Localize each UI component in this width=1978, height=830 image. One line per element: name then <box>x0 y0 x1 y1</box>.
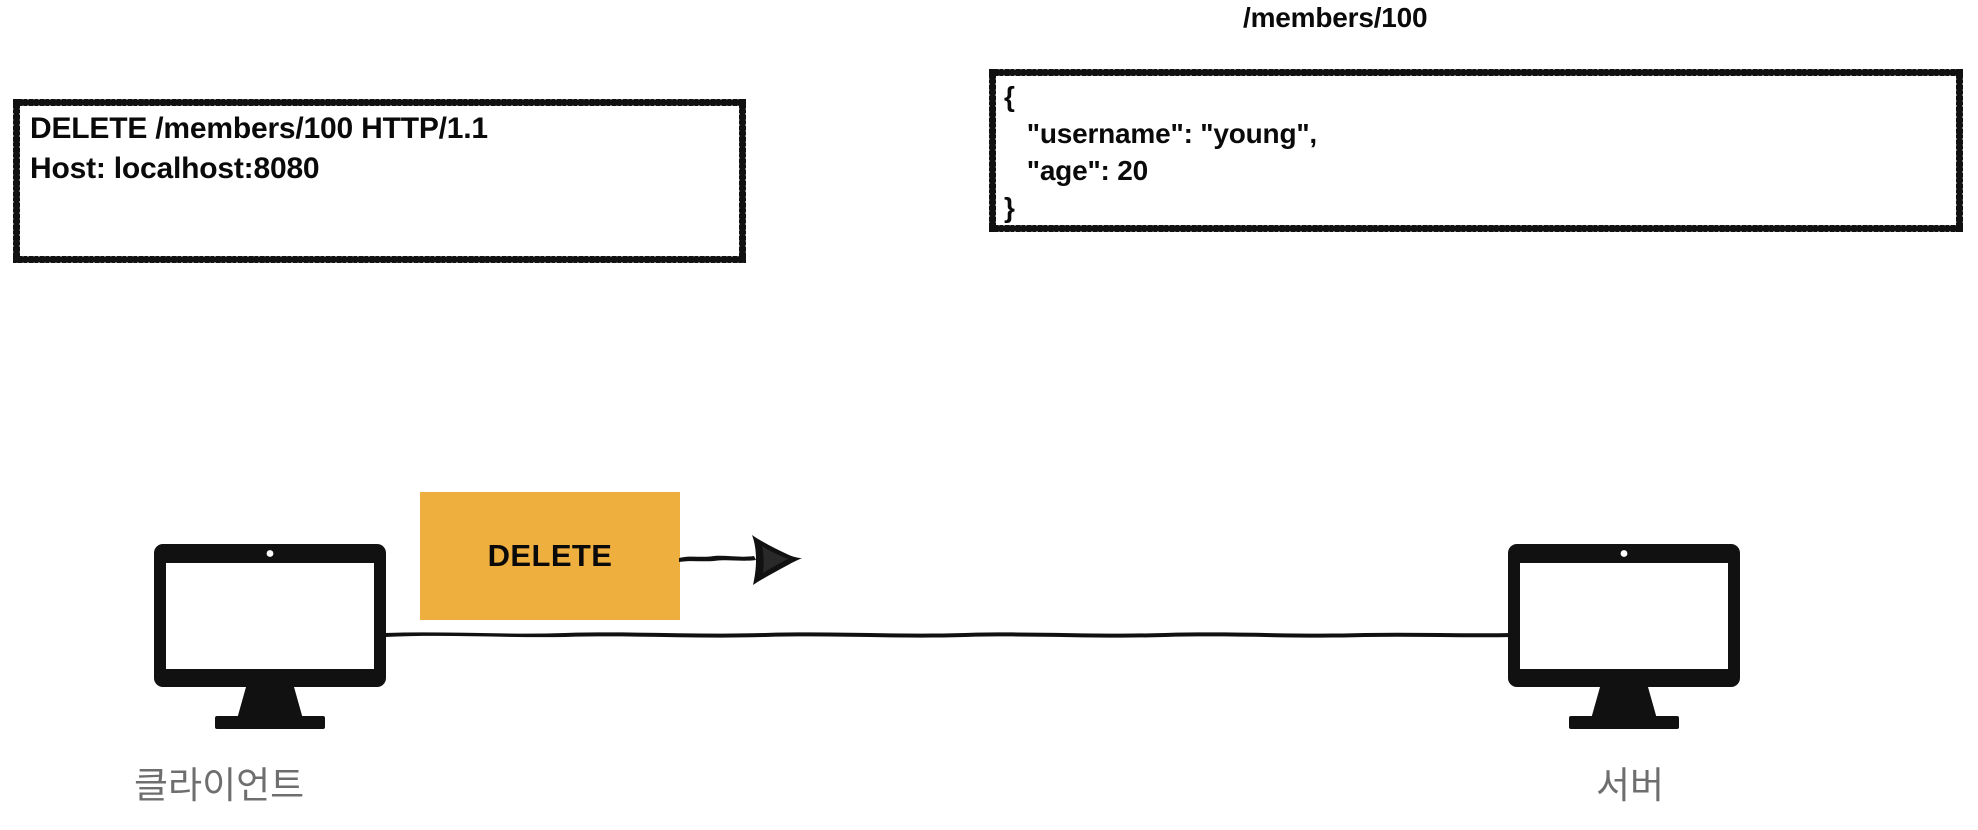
arrow-right-icon <box>679 535 802 585</box>
json-field-username: "username": "young", <box>1004 118 1317 149</box>
box-border-bottom <box>989 225 1963 232</box>
response-path-label: /members/100 <box>1243 2 1428 33</box>
monitor-icon <box>154 544 386 729</box>
box-border-bottom <box>13 256 746 263</box>
box-border-right <box>1956 69 1963 232</box>
box-border-top <box>989 69 1963 76</box>
client-node-label: 클라이언트 <box>134 764 305 807</box>
json-open-brace: { <box>1004 81 1015 112</box>
box-border-left <box>13 99 20 263</box>
http-method-label: DELETE <box>487 538 613 573</box>
box-border-left <box>989 69 996 232</box>
json-close-brace: } <box>1004 192 1015 223</box>
response-body-box: { "username": "young", "age": 20 } <box>989 69 1963 232</box>
server-node-label: 서버 <box>1596 764 1665 807</box>
monitor-icon <box>1508 544 1740 729</box>
box-border-top <box>13 99 746 106</box>
http-request-box: DELETE /members/100 HTTP/1.1 Host: local… <box>13 99 746 263</box>
box-border-right <box>739 99 746 263</box>
http-method-badge: DELETE <box>420 492 680 620</box>
json-field-age: "age": 20 <box>1004 155 1148 186</box>
http-request-body: DELETE /members/100 HTTP/1.1 Host: local… <box>30 109 735 189</box>
response-json-body: { "username": "young", "age": 20 } <box>1004 78 1952 226</box>
client-server-connection-line <box>385 632 1513 638</box>
request-header-host: Host: localhost:8080 <box>30 152 320 185</box>
request-line: DELETE /members/100 HTTP/1.1 <box>30 112 488 145</box>
